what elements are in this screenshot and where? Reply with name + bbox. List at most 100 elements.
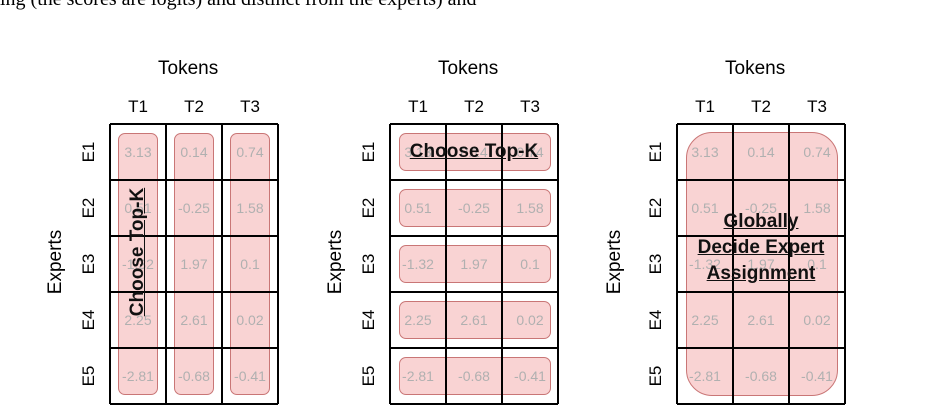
cell-value: -0.68 [178,368,210,384]
row-label-e2: E2 [359,197,378,219]
grid-line [788,124,790,404]
tokens-title: Tokens [158,58,219,79]
grid-line [676,124,678,404]
row-label-e5: E5 [359,365,378,387]
grid-line [557,124,559,404]
cell-value: -2.81 [689,368,721,384]
cell-value: -0.25 [745,200,777,216]
row-label-e3: E3 [359,253,378,275]
column-label-t1: T1 [128,97,148,116]
cell-value: 2.25 [124,312,152,328]
cell-value: 2.25 [404,312,432,328]
grid-line [677,123,845,125]
choose-top-k-label: Choose Top-K [127,187,148,317]
column-label-t1: T1 [408,97,428,116]
row-highlight-e5 [399,357,551,395]
row-label-e2: E2 [646,197,665,219]
grid-line [110,123,278,125]
grid-line [677,235,845,237]
cell-value: -0.68 [458,368,490,384]
assignment-label: Assignment [706,263,816,284]
column-label-t2: T2 [184,97,204,116]
grid-line [390,291,558,293]
grid-line [390,235,558,237]
panel-global-assignment: Tokens T1 T2 T3 Experts E1 E2 E3 E4 E5 3… [566,0,866,418]
cell-value: 1.97 [460,256,488,272]
cell-value: -1.32 [402,256,434,272]
tokens-title: Tokens [725,58,786,79]
cell-value: 0.74 [236,144,264,160]
grid-line [110,235,278,237]
cell-value: 0.1 [520,256,540,272]
cell-value: 3.13 [124,144,152,160]
cell-value: 0.51 [404,200,432,216]
cell-value: 2.61 [460,312,488,328]
globally-label: Globally [723,211,799,232]
cell-value: 2.25 [691,312,719,328]
cell-value: -1.32 [689,256,721,272]
grid-line [221,124,223,404]
grid-line [390,347,558,349]
grid-line [445,124,447,404]
column-label-t3: T3 [240,97,260,116]
column-label-t1: T1 [695,97,715,116]
cell-value: -0.41 [514,368,546,384]
grid-line [110,403,278,405]
row-label-e4: E4 [646,309,665,331]
tokens-title: Tokens [438,58,499,79]
experts-title: Experts [325,229,346,295]
panel-token-choice: Tokens T1 T2 T3 Experts E1 E2 E3 E4 E5 3… [0,0,300,418]
row-highlight-e4 [399,301,551,339]
experts-title: Experts [604,229,625,295]
grid-line [389,124,391,404]
cell-value: -2.81 [402,368,434,384]
cell-value: 0.02 [516,312,544,328]
cell-value: 3.13 [404,144,432,160]
grid-line [501,124,503,404]
grid-line [390,179,558,181]
column-highlight-t2 [174,133,214,395]
cell-value: -1.32 [122,256,154,272]
row-label-e5: E5 [646,365,665,387]
column-label-t3: T3 [807,97,827,116]
column-label-t2: T2 [464,97,484,116]
column-highlight-t1 [118,133,158,395]
cell-value: -0.41 [801,368,833,384]
grid-line [110,179,278,181]
cell-value: 1.97 [180,256,208,272]
cell-value: 0.1 [240,256,260,272]
row-label-e3: E3 [79,253,98,275]
cell-value: -2.81 [122,368,154,384]
cell-value: 0.74 [516,144,544,160]
grid-line [277,124,279,404]
row-label-e2: E2 [79,197,98,219]
grid-line [110,291,278,293]
row-label-e4: E4 [79,309,98,331]
cell-value: 2.61 [747,312,775,328]
cell-value: 0.14 [460,144,488,160]
cell-value: 3.13 [691,144,719,160]
row-highlight-e1 [399,133,551,171]
cell-value: 0.51 [691,200,719,216]
column-label-t3: T3 [520,97,540,116]
row-label-e1: E1 [646,141,665,163]
cell-value: 0.74 [803,144,831,160]
cell-value: 1.58 [516,200,544,216]
cell-value: 1.97 [747,256,775,272]
grid-line [677,179,845,181]
panel-expert-choice: Tokens T1 T2 T3 Experts E1 E2 E3 E4 E5 3… [280,0,580,418]
cell-value: 0.14 [747,144,775,160]
grid-line [677,347,845,349]
choose-top-k-label: Choose Top-K [409,141,539,162]
grid-line [165,124,167,404]
column-label-t2: T2 [751,97,771,116]
global-highlight [686,132,838,396]
cell-value: 0.02 [236,312,264,328]
cell-value: 1.58 [803,200,831,216]
row-label-e1: E1 [79,141,98,163]
row-label-e5: E5 [79,365,98,387]
top-caption-text: ing (the scores are logits) and distinct… [0,0,477,11]
column-highlight-t3 [230,133,270,395]
grid-line [732,124,734,404]
cell-value: 2.61 [180,312,208,328]
